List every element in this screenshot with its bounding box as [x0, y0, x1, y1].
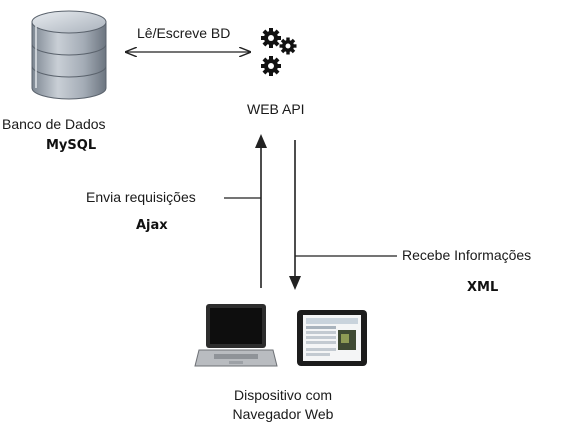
database-label: Banco de Dados	[2, 116, 106, 132]
client-label-line1: Dispositivo com	[233, 387, 333, 403]
response-format-label: XML	[467, 280, 499, 295]
database-icon	[31, 10, 107, 100]
db-api-link-label: Lê/Escreve BD	[137, 25, 231, 41]
tablet-icon	[297, 310, 367, 366]
request-tech-label: Ajax	[136, 218, 168, 233]
client-label-line2: Navegador Web	[232, 406, 334, 422]
request-label: Envia requisições	[86, 189, 196, 205]
response-arrowhead	[289, 276, 301, 290]
request-arrowhead	[255, 134, 267, 148]
laptop-icon	[194, 304, 278, 367]
response-label: Recebe Informações	[402, 247, 532, 263]
api-label: WEB API	[247, 101, 305, 117]
gears-icon	[261, 28, 297, 76]
database-tech-label: MySQL	[46, 138, 97, 153]
